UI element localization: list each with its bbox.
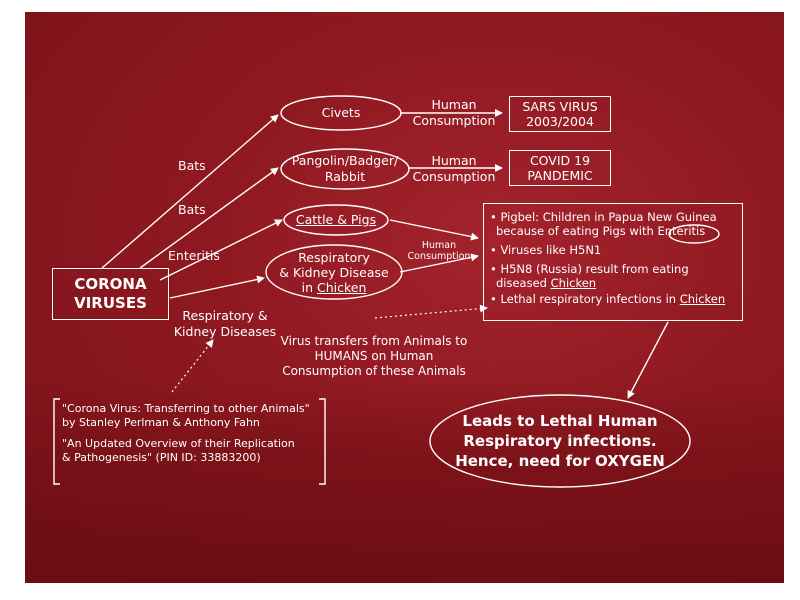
covid-line2: PANDEMIC bbox=[527, 168, 593, 183]
sars-line2: 2003/2004 bbox=[526, 114, 594, 129]
arrow-chicken-effects bbox=[399, 253, 479, 273]
arrow-to-pangolin bbox=[139, 167, 279, 269]
reference-1-line2: by Stanley Perlman & Anthony Fahn bbox=[62, 416, 260, 429]
effect-pigbel-line1: • Pigbel: Children in Papua New Guinea bbox=[490, 210, 717, 224]
host-pangolin: Pangolin/Badger/ Rabbit bbox=[291, 153, 399, 184]
host-chicken-underlined: Chicken bbox=[316, 280, 367, 295]
effects-box: • Pigbel: Children in Papua New Guinea b… bbox=[483, 203, 743, 321]
covid-box: COVID 19 PANDEMIC bbox=[509, 150, 611, 186]
edge-label-human-consumption-2: Human Consumption bbox=[412, 153, 496, 184]
reference-1-line1: "Corona Virus: Transferring to other Ani… bbox=[62, 402, 310, 415]
effect-lethal-text: • Lethal respiratory infections in bbox=[490, 292, 677, 306]
corona-viruses-box: CORONA VIRUSES bbox=[52, 268, 169, 320]
host-chicken-line1: Respiratory bbox=[298, 250, 370, 265]
arrow-to-chicken bbox=[169, 275, 265, 299]
civets-ellipse bbox=[280, 95, 402, 131]
dotted-arrow-references bbox=[171, 339, 214, 393]
host-cattle-pigs: Cattle & Pigs bbox=[290, 212, 382, 228]
effect-pigbel-line2: because of eating Pigs with Enteritis bbox=[490, 224, 736, 238]
edge-label-human-consumption-1: Human Consumption bbox=[412, 97, 496, 128]
effect-h5n8-line1: • H5N8 (Russia) result from eating bbox=[490, 262, 689, 276]
effect-h5n1: • Viruses like H5N1 bbox=[490, 243, 602, 257]
sars-line1: SARS VIRUS bbox=[522, 99, 598, 114]
conclusion-text: Leads to Lethal Human Respiratory infect… bbox=[440, 411, 680, 471]
edge-label-enteritis: Enteritis bbox=[168, 248, 220, 263]
slide-background bbox=[25, 12, 784, 583]
references: "Corona Virus: Transferring to other Ani… bbox=[62, 402, 318, 465]
chicken-ellipse bbox=[265, 244, 403, 300]
conclusion-line2: Respiratory infections. bbox=[463, 432, 657, 450]
conclusion-line1: Leads to Lethal Human bbox=[462, 412, 658, 430]
transfer-note-line1: Virus transfers from Animals to bbox=[280, 334, 468, 348]
host-cattle-pigs-label: Cattle & Pigs bbox=[295, 212, 377, 227]
conclusion-line3: Hence, need for OXYGEN bbox=[455, 452, 665, 470]
effect-h5n8-text: diseased bbox=[496, 276, 547, 290]
edge-label-respiratory-kidney: Respiratory & Kidney Diseases bbox=[173, 308, 277, 339]
slide-shade bbox=[25, 378, 784, 583]
host-chicken-prefix: in bbox=[301, 280, 317, 295]
reference-bracket-right bbox=[319, 398, 326, 485]
transfer-note-line3: Consumption of these Animals bbox=[282, 364, 466, 378]
sars-virus-box: SARS VIRUS 2003/2004 bbox=[509, 96, 611, 132]
effect-lethal: • Lethal respiratory infections in Chick… bbox=[490, 292, 736, 306]
edge-label-human-consumption-small: Human Consumption bbox=[407, 240, 471, 262]
reference-2-line2: & Pathogenesis" (PIN ID: 33883200) bbox=[62, 451, 261, 464]
covid-line1: COVID 19 bbox=[529, 153, 591, 168]
host-civets: Civets bbox=[321, 105, 361, 120]
cattle-ellipse bbox=[283, 204, 389, 236]
effect-h5n8-chicken: Chicken bbox=[550, 276, 597, 290]
reference-bracket-left bbox=[53, 398, 60, 485]
reference-2-line1: "An Updated Overview of their Replicatio… bbox=[62, 437, 295, 450]
dotted-arrow-transfer bbox=[374, 304, 488, 319]
arrow-cattle-effects bbox=[389, 219, 479, 241]
enteritis-ellipse bbox=[668, 224, 720, 244]
effect-pigbel-text: because of eating Pigs with bbox=[496, 224, 654, 238]
conclusion-ellipse bbox=[429, 394, 691, 488]
effect-lethal-chicken: Chicken bbox=[679, 292, 726, 306]
effect-h5n8-line2: diseased Chicken bbox=[490, 276, 736, 290]
pangolin-ellipse bbox=[280, 148, 410, 190]
effect-pigbel-enteritis: Enteritis bbox=[657, 224, 706, 238]
arrow-to-cattle bbox=[159, 219, 283, 281]
transfer-note-line2: HUMANS on Human bbox=[314, 349, 434, 363]
corona-viruses-label: CORONA VIRUSES bbox=[74, 275, 147, 312]
edge-label-bats-1: Bats bbox=[178, 158, 206, 173]
host-chicken-line3: in Chicken bbox=[270, 280, 398, 295]
arrow-to-civets bbox=[101, 114, 279, 269]
arrow-effects-conclusion bbox=[627, 321, 669, 399]
transfer-note: Virus transfers from Animals to HUMANS o… bbox=[272, 334, 476, 379]
edge-label-bats-2: Bats bbox=[178, 202, 206, 217]
host-chicken: Respiratory & Kidney Disease in Chicken bbox=[270, 250, 398, 295]
host-chicken-line2: & Kidney Disease bbox=[279, 265, 389, 280]
